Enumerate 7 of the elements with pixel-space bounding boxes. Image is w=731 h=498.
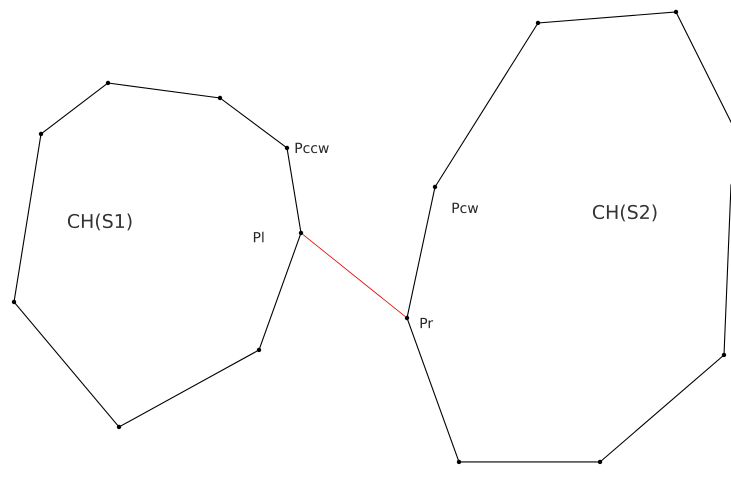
connecting-line	[302, 234, 406, 317]
node-label: Pr	[420, 318, 434, 328]
vertex-point: Pl	[254, 230, 304, 242]
vertex-point: Pr	[404, 316, 434, 328]
node-label: Pl	[254, 232, 264, 242]
vertex-label: Pcw	[452, 202, 478, 214]
vertex-label: Pccw	[296, 142, 329, 154]
